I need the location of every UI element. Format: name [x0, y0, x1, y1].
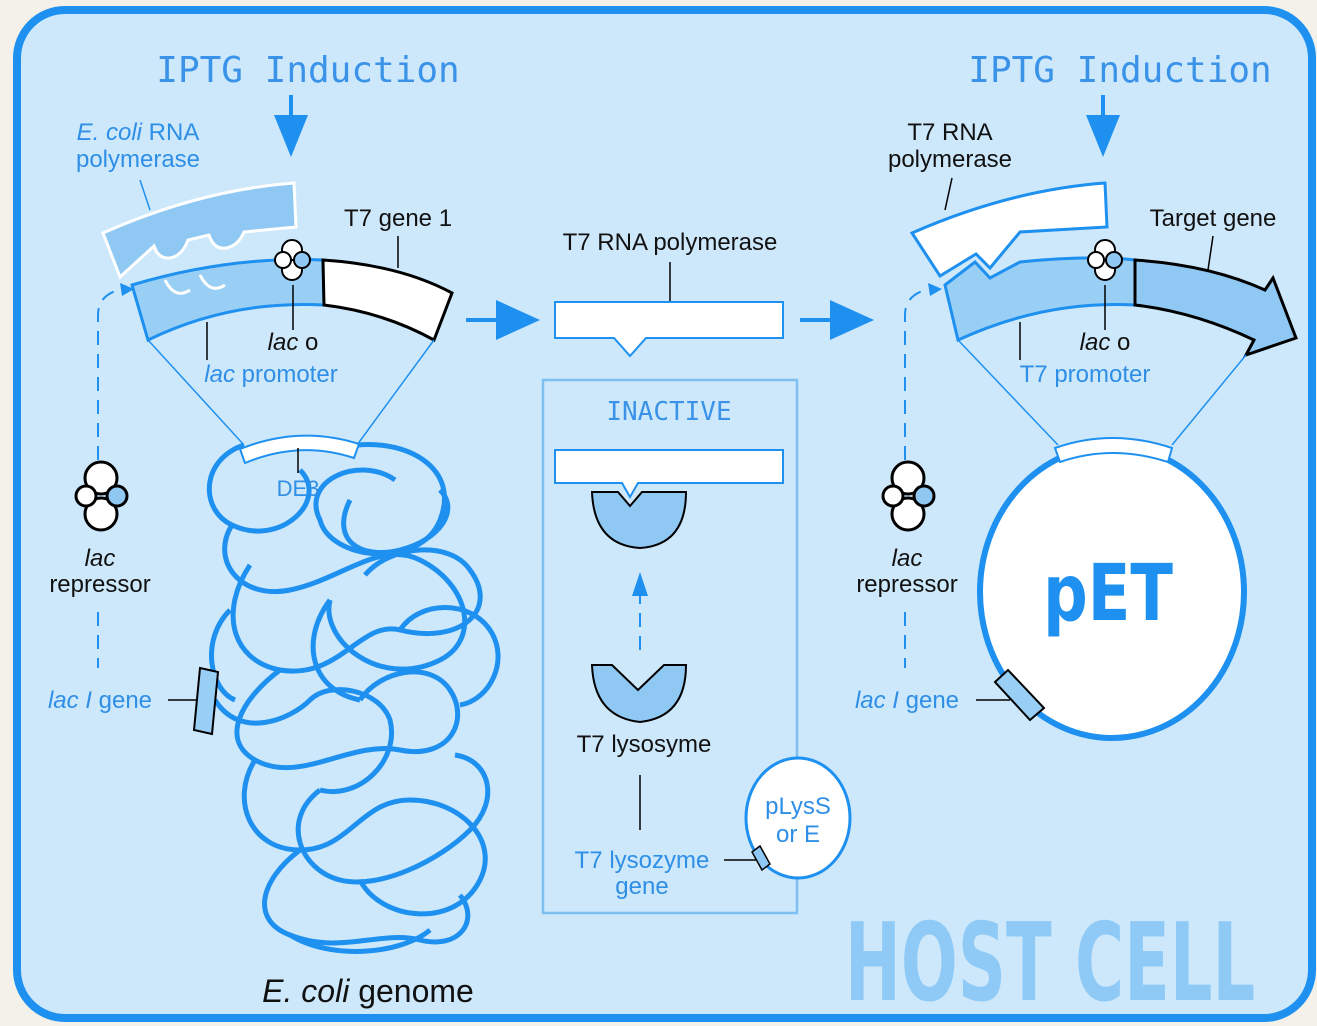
- right-laci-gene-segment: [993, 668, 1046, 722]
- t7-lysozyme-gene-label-line2: gene: [615, 873, 668, 900]
- right-t7-rna-polymerase-shape: [909, 181, 1109, 279]
- right-induction-arrow: [1086, 95, 1120, 157]
- free-lysozyme-shape: [590, 664, 688, 724]
- left-panel: IPTG Induction E. coli RNA polymerase T7…: [48, 50, 501, 1009]
- host-cell-label: HOST CELL: [845, 901, 1255, 1026]
- right-laci-gene-label: lac I gene: [855, 687, 959, 714]
- left-laci-gene-label: lac I gene: [48, 687, 152, 714]
- pet-label: pET: [1043, 547, 1173, 639]
- lac-operator-repressor-icon: [274, 239, 311, 281]
- right-iptg-induction-label: IPTG Induction: [968, 50, 1271, 91]
- left-laci-gene-segment: [192, 666, 220, 736]
- right-lac-operator-label: lac o: [1080, 329, 1131, 356]
- t7-gene1-label: T7 gene 1: [344, 205, 452, 232]
- t7-lysozyme-gene-label: T7 lysozyme: [575, 847, 710, 874]
- right-repressor-label: repressor: [856, 571, 957, 598]
- de3-label: DE3: [277, 476, 320, 501]
- left-repressor-label: repressor: [49, 571, 150, 598]
- lac-operator-label: lac o: [268, 329, 319, 356]
- bound-lysozyme-shape: [590, 491, 688, 550]
- plyss-label-line2: or E: [776, 821, 820, 848]
- plyss-lysozyme-gene-segment: [751, 844, 771, 872]
- right-t7-rna-polymerase-label: T7 RNA: [907, 119, 992, 146]
- ecoli-genome-label: E. coli genome: [262, 973, 474, 1009]
- inactive-polymerase-shape: [554, 449, 784, 500]
- ecoli-chromosome: [207, 441, 501, 954]
- right-panel: IPTG Induction T7 RNA polymerase Target …: [855, 50, 1298, 741]
- lac-promoter-label: lac promoter: [204, 361, 337, 388]
- left-lac-repressor-italic: lac: [85, 545, 116, 572]
- left-ecoli-polymerase-label: E. coli RNA: [77, 119, 200, 146]
- pet-insert-segment: [1053, 437, 1174, 464]
- plyss-label: pLysS: [765, 793, 831, 820]
- t7-rna-polymerase-shape: [554, 301, 784, 358]
- left-ecoli-polymerase-label-line2: polymerase: [76, 146, 200, 173]
- t7-gene1-segment: [321, 258, 454, 343]
- right-t7-rna-polymerase-label-line2: polymerase: [888, 146, 1012, 173]
- target-gene-label: Target gene: [1150, 205, 1277, 232]
- left-iptg-induction-label: IPTG Induction: [156, 50, 459, 91]
- t7-promoter-label: T7 promoter: [1020, 361, 1151, 388]
- t7-lysosyme-label: T7 lysosyme: [577, 731, 712, 758]
- inactive-box: [541, 378, 799, 915]
- center-t7-rna-polymerase-label: T7 RNA polymerase: [563, 229, 778, 256]
- right-lac-repressor-icon: [881, 460, 936, 532]
- right-lac-operator-repressor-icon: [1087, 239, 1123, 281]
- plyss-plasmid: [744, 756, 852, 880]
- de3-segment: [238, 434, 361, 465]
- inactive-label: INACTIVE: [606, 397, 731, 427]
- right-lac-repressor-italic: lac: [892, 545, 923, 572]
- center-panel: T7 RNA polymerase INACTIVE T7 lysosyme T…: [466, 229, 874, 915]
- left-induction-arrow: [274, 95, 308, 157]
- ecoli-rna-polymerase-shape: [101, 181, 298, 280]
- left-lac-repressor-icon: [74, 460, 129, 532]
- arrow-to-polymerase: [496, 300, 540, 340]
- target-gene-segment: [1133, 258, 1298, 358]
- arrow-to-pet: [830, 300, 874, 340]
